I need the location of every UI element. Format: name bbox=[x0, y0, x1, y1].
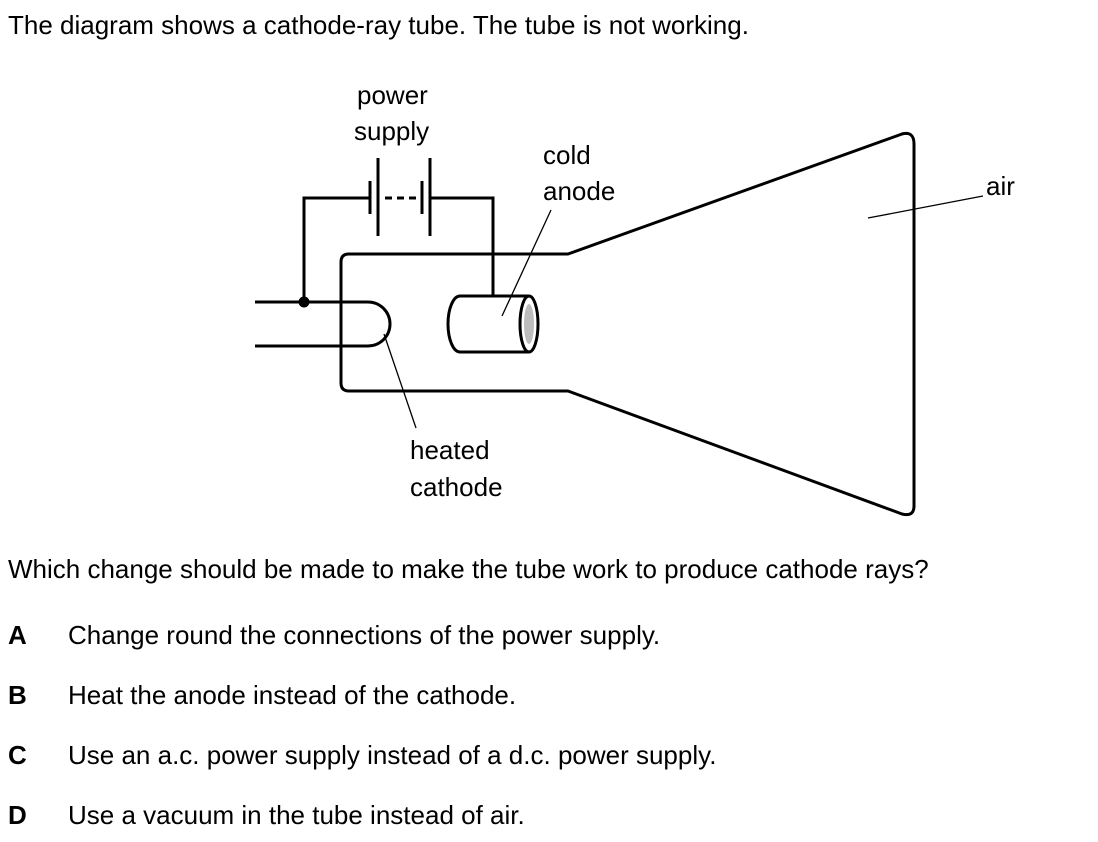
circuit-wire-right bbox=[430, 196, 495, 296]
option-letter: A bbox=[8, 620, 27, 650]
cold-anode-cylinder bbox=[446, 294, 540, 354]
option-text: Use a vacuum in the tube instead of air. bbox=[68, 800, 525, 830]
option-letter: D bbox=[8, 800, 27, 830]
option-c[interactable]: C Use an a.c. power supply instead of a d… bbox=[8, 738, 716, 772]
power-supply-label-line2: supply bbox=[354, 116, 429, 146]
cold-anode-label-line1: cold bbox=[543, 140, 591, 170]
heated-cathode-filament bbox=[255, 300, 392, 348]
cold-anode-leader-line bbox=[501, 209, 552, 317]
circuit-junction-dot bbox=[298, 296, 310, 308]
option-a[interactable]: A Change round the connections of the pow… bbox=[8, 618, 660, 652]
power-supply-label-line1: power bbox=[357, 80, 428, 110]
heated-cathode-label-line2: cathode bbox=[410, 472, 503, 502]
option-text: Use an a.c. power supply instead of a d.… bbox=[68, 740, 717, 770]
option-letter: B bbox=[8, 680, 27, 710]
circuit-wire-left bbox=[302, 196, 370, 302]
option-text: Heat the anode instead of the cathode. bbox=[68, 680, 517, 710]
heated-cathode-leader-line bbox=[383, 333, 417, 429]
option-text: Change round the connections of the powe… bbox=[68, 620, 661, 650]
option-d[interactable]: D Use a vacuum in the tube instead of air… bbox=[8, 798, 525, 832]
air-leader-line bbox=[867, 195, 984, 219]
question-text: Which change should be made to make the … bbox=[8, 554, 929, 584]
heated-cathode-label-line1: heated bbox=[410, 435, 490, 465]
tube-outline bbox=[339, 132, 916, 517]
question-stem: The diagram shows a cathode-ray tube. Th… bbox=[8, 10, 749, 40]
cold-anode-label-line2: anode bbox=[543, 176, 615, 206]
air-label: air bbox=[986, 171, 1015, 201]
option-b[interactable]: B Heat the anode instead of the cathode. bbox=[8, 678, 516, 712]
power-supply-battery-symbol bbox=[368, 158, 432, 236]
option-letter: C bbox=[8, 740, 27, 770]
